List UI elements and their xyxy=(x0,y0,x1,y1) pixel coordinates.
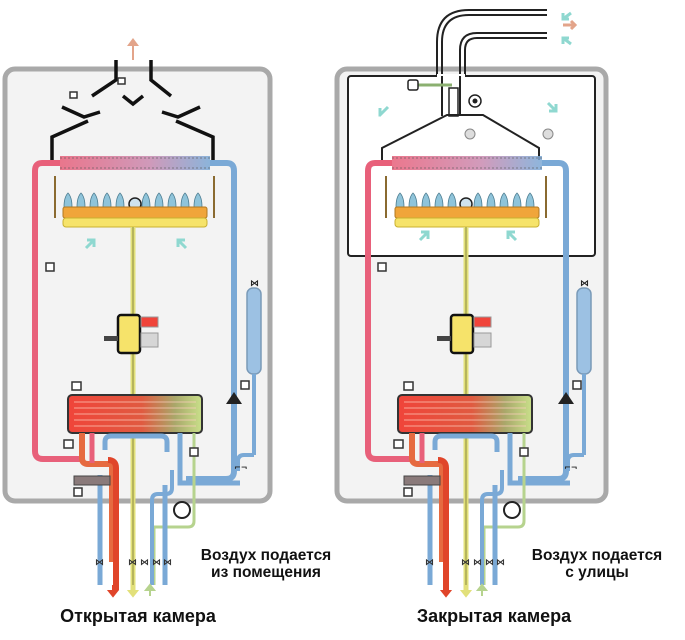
expansion-tank xyxy=(246,287,262,375)
dhw-hot-outlet-pipe xyxy=(437,457,449,590)
air-inlet-arrow-icon xyxy=(176,238,188,250)
svg-text:⋈: ⋈ xyxy=(250,279,259,289)
sensor-icon xyxy=(189,447,199,457)
air-inlet-arrow-icon xyxy=(84,238,96,250)
heat-exchanger-fins xyxy=(60,156,210,170)
exhaust-arrow-icon xyxy=(563,19,578,31)
open-boiler-casing xyxy=(2,66,273,504)
open-air-note-line2: из помещения xyxy=(211,564,321,582)
sensor-icon xyxy=(403,487,413,497)
sensor-icon xyxy=(63,439,74,449)
pump-icon xyxy=(558,392,574,404)
cold-water-in-arrow-icon xyxy=(143,583,157,596)
open-chamber-diagram: ⋈ ⌐¬ ⋈⋈⋈⋈⋈ xyxy=(2,38,273,598)
svg-text:⋈: ⋈ xyxy=(485,558,494,568)
exhaust-arrow-icon xyxy=(127,38,139,60)
hot-water-out-arrow-icon xyxy=(106,585,120,598)
diverter-valve xyxy=(403,475,441,486)
bottom-valves: ⋈⋈⋈⋈⋈ xyxy=(95,558,172,568)
svg-text:⋈: ⋈ xyxy=(580,279,589,289)
svg-text:⋈: ⋈ xyxy=(152,558,161,568)
dhw-hot-outlet-pipe xyxy=(107,457,119,590)
pressure-switch-icon xyxy=(407,79,419,91)
burner-yellow xyxy=(394,217,540,228)
svg-text:⋈: ⋈ xyxy=(95,558,104,568)
gas-arrow-icon xyxy=(126,585,140,598)
svg-text:⋈: ⋈ xyxy=(163,558,172,568)
diverter-valve xyxy=(73,475,111,486)
air-inlet-arrow-icon xyxy=(378,105,390,117)
heating-flow-pipe xyxy=(365,160,414,462)
cold-water-in-arrow-icon xyxy=(475,583,489,596)
heating-flow-pipe xyxy=(32,160,81,462)
svg-text:⋈: ⋈ xyxy=(425,558,434,568)
air-inlet-arrow-icon xyxy=(418,230,430,242)
burner-orange xyxy=(394,206,540,219)
pump-icon xyxy=(226,392,242,404)
burner-yellow xyxy=(62,217,208,228)
sensor-icon xyxy=(377,262,387,272)
open-air-note-line1: Воздух подается xyxy=(200,547,332,564)
closed-air-note-line2: с улицы xyxy=(565,564,629,582)
open-air-note: Воздух подается из помещения xyxy=(176,547,356,582)
air-inlet-arrow-icon xyxy=(561,36,572,46)
svg-text:⋈: ⋈ xyxy=(140,558,149,568)
svg-text:⌐¬: ⌐¬ xyxy=(564,463,577,472)
closed-air-note-line1: Воздух подается xyxy=(531,547,663,564)
pressure-gauge-icon xyxy=(503,501,521,519)
svg-text:⋈: ⋈ xyxy=(473,558,482,568)
closed-chamber-caption: Закрытая камера xyxy=(416,606,572,626)
sensor-icon xyxy=(572,380,582,390)
draft-sensor-icon xyxy=(117,77,126,85)
sensor-icon xyxy=(240,380,250,390)
sensor-icon xyxy=(71,381,82,391)
thermostat-icon xyxy=(69,91,78,99)
draft-hood xyxy=(50,60,215,165)
svg-text:⋈: ⋈ xyxy=(461,558,470,568)
heating-return-pipe xyxy=(186,160,237,482)
combustion-hood xyxy=(381,114,540,160)
sensor-icon xyxy=(45,262,55,272)
return-pipe xyxy=(482,433,526,585)
return-pipe xyxy=(152,433,196,585)
sensor-icon xyxy=(519,447,529,457)
air-inlet-arrow-icon xyxy=(546,101,558,113)
air-inlet-arrow-icon xyxy=(506,230,518,242)
closed-air-note: Воздух подается с улицы xyxy=(507,547,685,582)
heating-return-pipe xyxy=(518,160,569,482)
svg-text:⋈: ⋈ xyxy=(128,558,137,568)
gas-valve xyxy=(104,313,159,355)
coaxial-flue xyxy=(436,9,547,76)
gas-valve xyxy=(437,313,492,355)
gas-arrow-icon xyxy=(459,585,473,598)
air-inlet-arrow-icon xyxy=(561,11,572,21)
sensor-icon xyxy=(393,439,404,449)
bottom-valves: ⋈⋈⋈⋈⋈ xyxy=(425,558,505,568)
pressure-gauge-icon xyxy=(173,501,191,519)
svg-text:⋈: ⋈ xyxy=(496,558,505,568)
burner-orange xyxy=(62,206,208,219)
heat-exchanger-fins xyxy=(392,156,542,170)
open-chamber-caption: Открытая камера xyxy=(60,606,216,626)
hot-water-out-arrow-icon xyxy=(439,585,453,598)
sensor-icon xyxy=(403,381,414,391)
closed-chamber-diagram: ⋈ ⌐¬ ⋈⋈⋈⋈⋈ xyxy=(334,9,609,598)
expansion-tank xyxy=(576,287,592,375)
sensor-icon xyxy=(73,487,83,497)
svg-text:⌐¬: ⌐¬ xyxy=(234,463,247,472)
